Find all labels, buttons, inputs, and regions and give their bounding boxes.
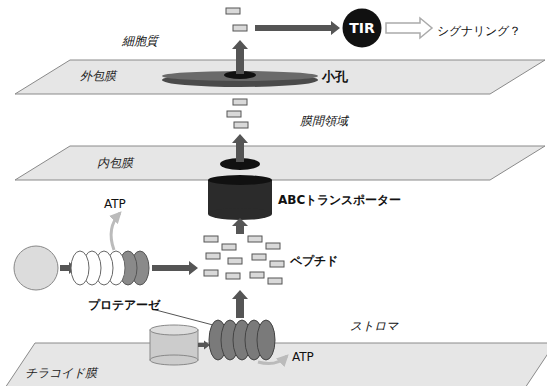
- part-label: プロテアーゼ: [88, 297, 160, 314]
- part-label: 小孔: [322, 68, 348, 86]
- membrane-name: 外包膜: [80, 68, 545, 85]
- energy-label: ATP: [292, 350, 314, 364]
- peptide-fragment: [233, 99, 247, 105]
- compartment-label: 膜間領域: [300, 113, 348, 130]
- membrane-name: チラコイド膜: [25, 365, 547, 382]
- peptide-fragment: [248, 236, 262, 242]
- energy-arrow: [111, 213, 120, 250]
- peptide-fragment: [204, 270, 218, 276]
- outcome-label: シグナリング？: [437, 23, 521, 40]
- peptide-fragment: [228, 258, 242, 264]
- label-anchor: ペプチド: [290, 250, 338, 270]
- membrane-plane: 内包膜: [15, 146, 545, 180]
- peptide-fragment: [206, 253, 220, 259]
- label-anchor: ATP: [104, 193, 126, 212]
- membrane-drum-top: [150, 325, 198, 335]
- receptor-name: TIR: [342, 20, 382, 36]
- peptide-fragment: [227, 111, 241, 117]
- substrate-protein: [14, 246, 58, 290]
- label-anchor: シグナリング？: [437, 20, 521, 40]
- peptide-fragment: [234, 122, 248, 128]
- transporter-top: [208, 175, 272, 185]
- peptide-fragment: [266, 243, 280, 249]
- protease-core-ring: [257, 320, 275, 360]
- leader-line: [152, 309, 213, 325]
- protease-chaperone-ring: [71, 251, 89, 285]
- peptide-fragment: [268, 278, 282, 284]
- binding-arrow: [255, 21, 340, 35]
- label-anchor: 膜間領域: [300, 110, 348, 130]
- membrane-sheet: [15, 146, 545, 180]
- peptide-fragment: [252, 254, 266, 260]
- label-anchor: ABCトランスポーター: [278, 189, 401, 209]
- export-arrow: [232, 218, 248, 234]
- membrane-surface: [15, 60, 545, 94]
- membrane-name: 内包膜: [97, 155, 545, 172]
- peptide-fragment: [226, 8, 240, 14]
- peptide-fragment: [226, 273, 240, 279]
- label-anchor: 細胞質: [122, 30, 158, 50]
- release-arrow: [152, 261, 198, 275]
- membrane-drum-base: [150, 355, 198, 365]
- peptide-fragment: [204, 236, 218, 242]
- signal-arrow: [386, 18, 432, 38]
- label-anchor: プロテアーゼ: [88, 294, 160, 314]
- peptide-fragment: [270, 261, 284, 267]
- peptide-fragment: [222, 244, 236, 250]
- part-label: ペプチド: [290, 253, 338, 270]
- membrane-surface: [15, 146, 545, 180]
- energy-label: ATP: [104, 197, 126, 211]
- part-label: ABCトランスポーター: [278, 192, 401, 209]
- feed-arrow: [198, 341, 210, 350]
- receptor-disc: [343, 9, 382, 48]
- peptide-fragment: [250, 272, 264, 278]
- peptide-fragment: [233, 25, 247, 31]
- release-arrow: [232, 290, 248, 318]
- compartment-label: 細胞質: [122, 33, 158, 50]
- membrane-plane: 外包膜: [15, 60, 545, 94]
- compartment-label: ストロマ: [350, 318, 398, 335]
- label-anchor: 小孔: [322, 66, 348, 86]
- export-arrow: [232, 40, 248, 74]
- receptor-node: TIR: [342, 8, 382, 48]
- label-anchor: ストロマ: [350, 315, 398, 335]
- export-arrow: [232, 134, 248, 162]
- energy-arrow: [258, 356, 287, 364]
- label-anchor: ATP: [292, 346, 314, 365]
